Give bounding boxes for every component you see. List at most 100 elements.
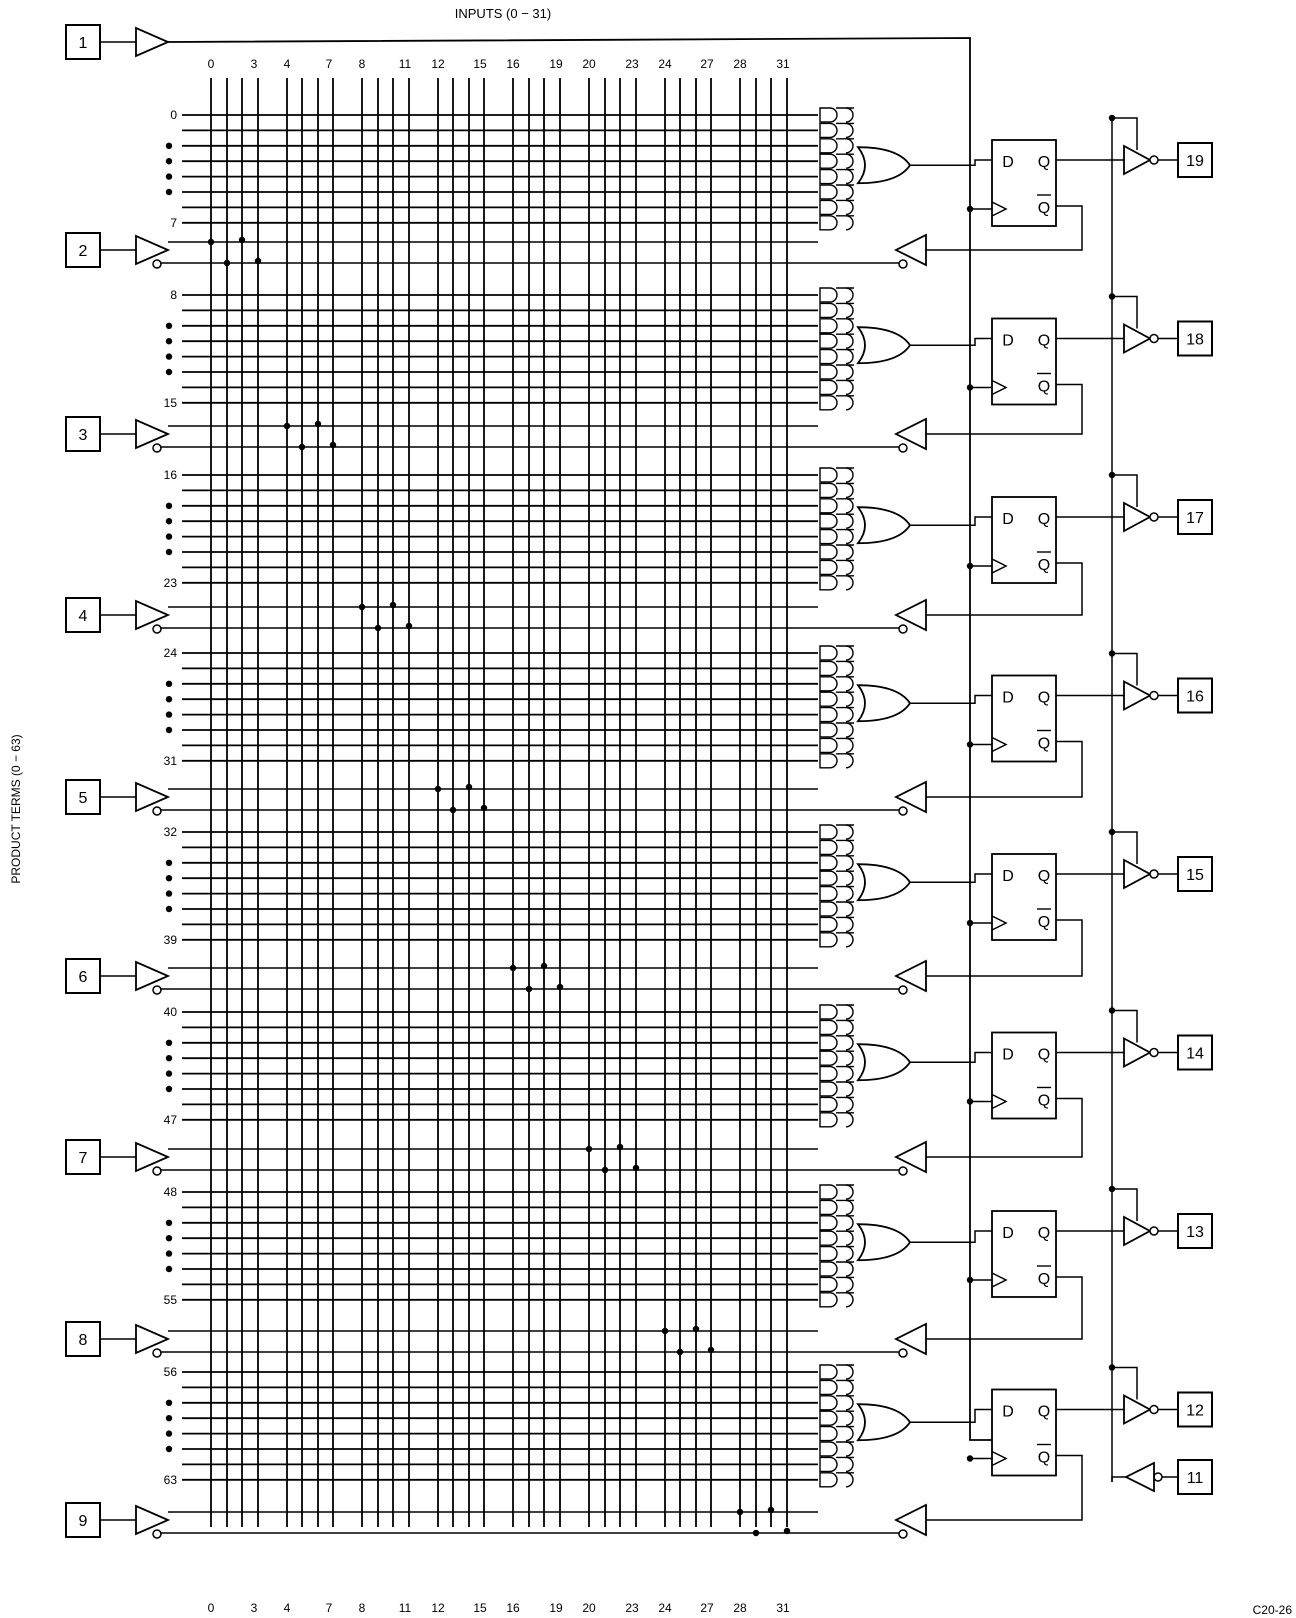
output-buffer xyxy=(1123,679,1152,712)
pin-number: 16 xyxy=(1186,689,1204,706)
feedback-buffer xyxy=(893,598,927,632)
feedback-wire xyxy=(926,740,1083,798)
and-gate xyxy=(845,691,854,707)
and-gate xyxy=(819,660,838,677)
and-gate xyxy=(819,753,838,769)
inversion-bubble xyxy=(1149,690,1159,701)
ff-qbar-label: Q xyxy=(1038,1271,1050,1288)
ellipsis-dot xyxy=(165,1265,173,1273)
feedback-buffer xyxy=(893,1503,927,1537)
ellipsis-dot xyxy=(165,875,173,882)
pin-number: 13 xyxy=(1186,1224,1204,1241)
ellipsis-dot xyxy=(165,518,173,525)
feedback-wire xyxy=(926,1454,1083,1521)
pin-number: 18 xyxy=(1186,332,1204,349)
row-label-first: 56 xyxy=(164,1365,178,1379)
pin-box xyxy=(65,24,101,60)
feedback-buffer xyxy=(893,959,927,993)
row-label-first: 16 xyxy=(164,468,178,482)
enable-line xyxy=(1112,474,1138,507)
and-gate xyxy=(819,1184,838,1200)
column-label-bottom: 28 xyxy=(733,1601,747,1615)
junction-dot xyxy=(223,259,231,267)
and-gate xyxy=(845,138,854,154)
and-gate xyxy=(819,528,838,545)
junction-dot xyxy=(966,1098,974,1105)
ff-qbar-label: Q xyxy=(1038,736,1050,753)
column-label-bottom: 8 xyxy=(359,1601,366,1615)
or-output-wire xyxy=(910,694,992,704)
ff-d-label: D xyxy=(1002,1047,1014,1064)
pin-box xyxy=(65,597,101,633)
and-gate xyxy=(819,676,838,692)
output-buffer xyxy=(1123,1393,1152,1426)
junction-dot xyxy=(966,562,974,570)
and-gate xyxy=(819,1096,838,1113)
or-output-wire xyxy=(910,1230,992,1243)
pin-number: 17 xyxy=(1186,510,1204,527)
and-gate xyxy=(845,1441,854,1457)
ellipsis-dot xyxy=(165,353,173,360)
and-gate xyxy=(845,1065,854,1082)
feedback-wire xyxy=(926,1097,1083,1158)
junction-dot xyxy=(540,962,548,970)
and-gate xyxy=(819,855,838,871)
column-label-top: 3 xyxy=(251,57,258,71)
and-gate xyxy=(845,528,854,545)
and-gate xyxy=(845,855,854,871)
inversion-bubble xyxy=(1149,869,1159,879)
feedback-buffer xyxy=(893,233,927,267)
column-label-bottom: 20 xyxy=(582,1601,596,1615)
ff-q-label: Q xyxy=(1038,154,1050,171)
or-output-wire xyxy=(910,516,992,526)
junction-dot xyxy=(966,1276,974,1284)
and-gate xyxy=(845,722,854,738)
ellipsis-dot xyxy=(165,1445,173,1453)
and-gate xyxy=(845,1261,854,1277)
enable-line xyxy=(1112,1188,1138,1221)
ff-q-label: Q xyxy=(1038,690,1050,707)
ellipsis-dot xyxy=(165,890,173,897)
junction-dot xyxy=(389,601,397,609)
ellipsis-dot xyxy=(165,368,173,376)
ff-qbar-label: Q xyxy=(1038,1450,1050,1467)
product-terms-label: PRODUCT TERMS (0 − 63) xyxy=(9,734,23,883)
ellipsis-dot xyxy=(165,533,173,540)
junction-dot xyxy=(676,1348,684,1356)
and-gate xyxy=(845,645,854,661)
junction-dot xyxy=(374,624,382,632)
and-gate xyxy=(845,199,854,216)
and-gate xyxy=(845,1050,854,1066)
enable-line xyxy=(1112,1366,1138,1400)
pin-number: 11 xyxy=(1187,1470,1204,1487)
and-gate xyxy=(819,722,838,738)
buffer-triangle xyxy=(135,1323,171,1355)
column-label-top: 0 xyxy=(208,57,215,71)
ff-qbar-label: Q xyxy=(1038,379,1050,396)
ff-d-label: D xyxy=(1002,333,1014,350)
row-label-last: 39 xyxy=(164,933,178,947)
inversion-bubble xyxy=(152,1166,162,1176)
row-label-last: 15 xyxy=(164,396,178,410)
pin-box xyxy=(1177,142,1213,178)
ff-d-label: D xyxy=(1002,1404,1014,1421)
inversion-bubble xyxy=(898,1529,908,1539)
row-label-last: 31 xyxy=(164,754,178,768)
junction-dot xyxy=(966,384,974,391)
and-gate xyxy=(845,559,854,576)
ff-q-label: Q xyxy=(1038,1225,1050,1242)
feedback-buffer xyxy=(893,1140,927,1174)
and-gate xyxy=(819,901,838,917)
and-gate xyxy=(845,1245,854,1262)
junction-dot xyxy=(585,1145,593,1153)
ellipsis-dot xyxy=(165,142,173,149)
and-gate xyxy=(819,379,838,396)
column-label-bottom: 3 xyxy=(251,1601,258,1615)
and-gate xyxy=(845,1425,854,1442)
inversion-bubble xyxy=(1149,155,1159,165)
and-gate xyxy=(819,153,838,169)
